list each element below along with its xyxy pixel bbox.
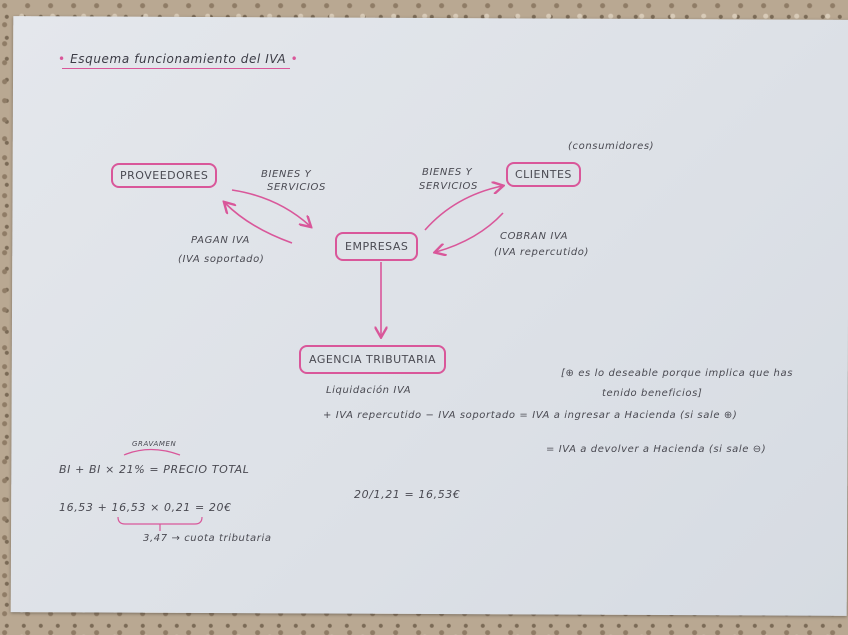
formula-devolver: = IVA a devolver a Hacienda (si sale ⊖) bbox=[546, 444, 767, 455]
arrow-clientes-to-empresas bbox=[436, 212, 504, 252]
consumidores-label: (consumidores) bbox=[568, 141, 655, 152]
bienes-left-line2: SERVICIOS bbox=[267, 182, 326, 193]
bi-formula: BI + BI × 21% = PRECIO TOTAL bbox=[59, 463, 250, 476]
agencia-tributaria-box: AGENCIA TRIBUTARIA bbox=[299, 345, 446, 374]
gravamen-label: GRAVAMEN bbox=[132, 440, 177, 448]
bienes-right-line1: BIENES Y bbox=[422, 167, 473, 178]
title-underline bbox=[62, 68, 290, 69]
page-title: • Esquema funcionamiento del IVA • bbox=[58, 52, 299, 66]
liquidacion-label: Liquidación IVA bbox=[326, 385, 412, 396]
pagan-label: PAGAN IVA bbox=[191, 235, 250, 246]
division-calc: 20/1,21 = 16,53€ bbox=[354, 488, 461, 501]
empresas-box: EMPRESAS bbox=[335, 232, 419, 261]
bienes-right-line2: SERVICIOS bbox=[419, 181, 478, 192]
bienes-left-line1: BIENES Y bbox=[261, 169, 312, 180]
iva-repercutido-label: (IVA repercutido) bbox=[494, 247, 590, 258]
arrow-proveedores-to-empresas bbox=[231, 189, 310, 226]
iva-soportado-label: (IVA soportado) bbox=[178, 254, 265, 265]
gravamen-brace bbox=[123, 448, 181, 456]
positive-note-line2: tenido beneficios] bbox=[602, 388, 703, 399]
cuota-tributaria-note: 3,47 → cuota tributaria bbox=[143, 533, 272, 544]
formula-ingresar: + IVA repercutido − IVA soportado = IVA … bbox=[323, 410, 738, 421]
positive-note-line1: [⊕ es lo deseable porque implica que has bbox=[561, 368, 794, 379]
title-text: Esquema funcionamiento del IVA bbox=[70, 52, 287, 66]
clientes-box: CLIENTES bbox=[506, 162, 581, 187]
calc-underbrace bbox=[117, 516, 203, 525]
proveedores-box: PROVEEDORES bbox=[111, 163, 218, 188]
tax-calc: 16,53 + 16,53 × 0,21 = 20€ bbox=[59, 501, 232, 514]
cobran-label: COBRAN IVA bbox=[500, 231, 569, 242]
arrow-empresas-to-proveedores bbox=[225, 203, 293, 244]
arrow-empresas-to-clientes bbox=[424, 186, 502, 231]
